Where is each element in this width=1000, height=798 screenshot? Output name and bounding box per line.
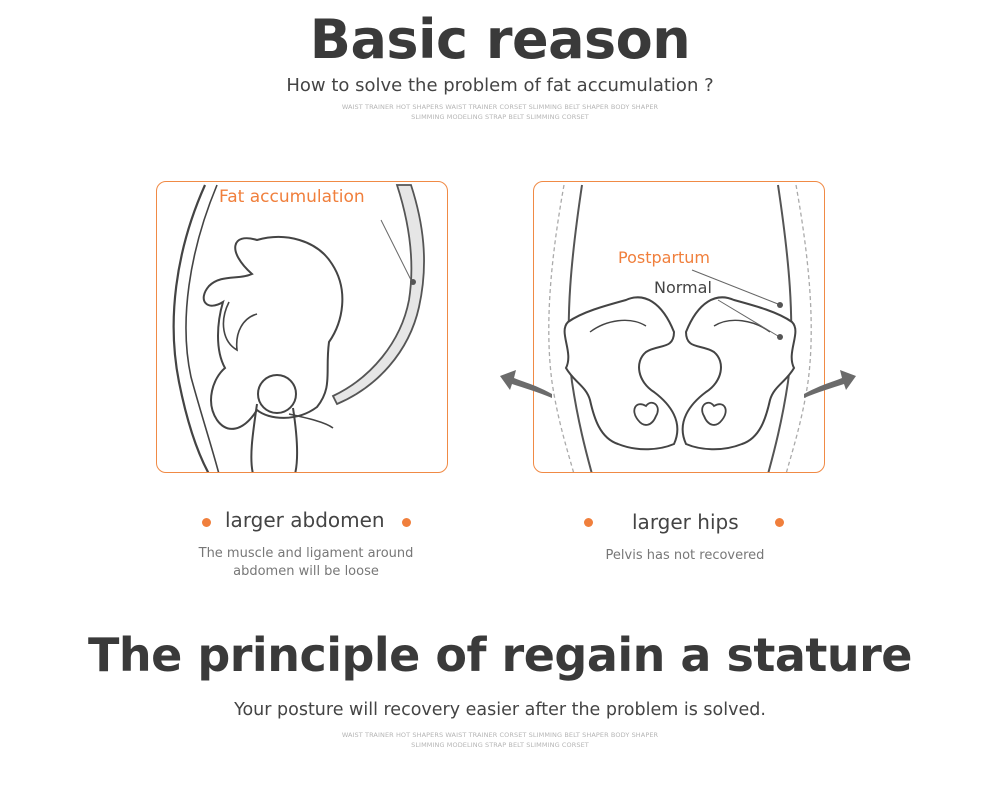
fine-print-top: WAIST TRAINER HOT SHAPERS WAIST TRAINER … — [0, 102, 1000, 122]
abdomen-description: The muscle and ligament around abdomen w… — [168, 545, 444, 581]
abdomen-description-line2: abdomen will be loose — [233, 564, 379, 579]
curved-arrow-left-icon — [500, 370, 552, 398]
normal-label: Normal — [654, 278, 712, 297]
section-subtitle: How to solve the problem of fat accumula… — [286, 75, 714, 96]
abdomen-side-view-illustration — [172, 184, 425, 472]
fine-print-top-line1: WAIST TRAINER HOT SHAPERS WAIST TRAINER … — [341, 103, 659, 111]
orange-dot-icon — [775, 518, 784, 527]
pelvis-front-view-illustration — [548, 184, 812, 472]
pelvis-illustration-panel: Postpartum Normal — [533, 181, 825, 473]
section-title-principle: The principle of regain a stature — [87, 628, 913, 682]
orange-dot-icon — [202, 518, 211, 527]
fine-print-top-line2: SLIMMING MODELING STRAP BELT SLIMMING CO… — [411, 113, 589, 121]
fine-print-bottom: WAIST TRAINER HOT SHAPERS WAIST TRAINER … — [0, 730, 1000, 750]
larger-hips-caption: larger hips — [632, 510, 739, 534]
abdomen-description-line1: The muscle and ligament around — [198, 546, 414, 561]
abdomen-illustration-panel: Fat accumulation — [156, 181, 448, 473]
section-title-basic-reason: Basic reason — [309, 8, 691, 71]
postpartum-label: Postpartum — [618, 248, 711, 267]
fine-print-bottom-line1: WAIST TRAINER HOT SHAPERS WAIST TRAINER … — [341, 731, 659, 739]
orange-dot-icon — [402, 518, 411, 527]
curved-arrow-right-icon — [804, 370, 856, 398]
section-subtitle-posture: Your posture will recovery easier after … — [234, 700, 766, 720]
fat-accumulation-label: Fat accumulation — [219, 187, 365, 207]
hips-description: Pelvis has not recovered — [605, 548, 765, 563]
fine-print-bottom-line2: SLIMMING MODELING STRAP BELT SLIMMING CO… — [411, 741, 589, 749]
orange-dot-icon — [584, 518, 593, 527]
larger-abdomen-caption: larger abdomen — [225, 508, 385, 532]
